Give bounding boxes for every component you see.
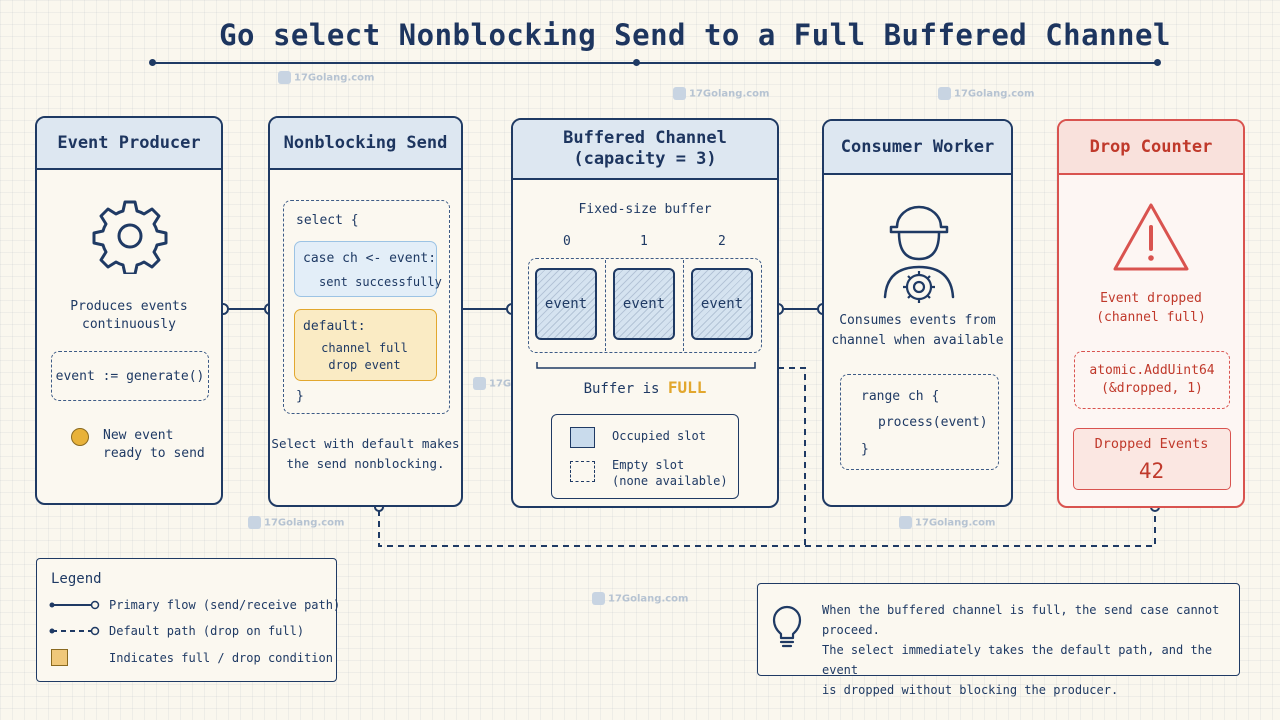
- consumer-panel: Consumer Worker Consumes events from cha…: [822, 119, 1013, 507]
- watermark: 17Golang.com: [899, 516, 995, 529]
- buffer-slot: event: [691, 268, 753, 340]
- consumer-code-body: process(event): [878, 415, 988, 430]
- case-box: case ch <- event: sent successfully: [294, 241, 442, 297]
- slot-index: 0: [563, 234, 571, 249]
- watermark: 17Golang.com: [938, 87, 1034, 100]
- title-line-dot: [149, 59, 156, 66]
- producer-code: event := generate(): [55, 368, 205, 384]
- consumer-desc: Consumes events from channel when availa…: [831, 313, 1004, 348]
- case-line: case ch <- event:: [303, 251, 437, 266]
- occupied-swatch: [570, 427, 595, 448]
- page-title: Go select Nonblocking Send to a Full Buf…: [219, 18, 1171, 52]
- buffer-slot: event: [535, 268, 597, 340]
- drop-code: atomic.AddUint64 (&dropped, 1): [1089, 363, 1215, 396]
- slot-index: 1: [640, 234, 648, 249]
- buffer-outline: [528, 258, 762, 353]
- occupied-label: Occupied slot: [612, 429, 706, 443]
- consumer-code-open: range ch {: [861, 389, 940, 404]
- consumer-code-close: }: [861, 442, 869, 457]
- title-line-dot: [1154, 59, 1161, 66]
- default-box: default: channel full drop event: [294, 309, 437, 381]
- select-close: }: [296, 389, 304, 404]
- case-note: sent successfully: [319, 275, 442, 289]
- counter-label: Dropped Events: [1094, 436, 1209, 452]
- note-box: When the buffered channel is full, the s…: [757, 583, 1240, 697]
- default-path-swatch: [49, 626, 100, 636]
- send-header: Nonblocking Send: [270, 118, 461, 170]
- primary-flow-swatch: [49, 600, 100, 610]
- producer-panel: Event Producer Produces events continuou…: [35, 116, 223, 505]
- empty-label: Empty slot (none available): [612, 458, 728, 488]
- send-caption: Select with default makes the send nonbl…: [271, 436, 460, 471]
- producer-header: Event Producer: [37, 118, 221, 170]
- slot-index: 2: [718, 234, 726, 249]
- watermark: 17Golang.com: [673, 87, 769, 100]
- select-block: select { case ch <- event: sent successf…: [283, 200, 450, 414]
- consumer-code-box: range ch { process(event) }: [840, 374, 999, 470]
- new-event-marker: [71, 428, 89, 446]
- drop-code-box: atomic.AddUint64 (&dropped, 1): [1074, 351, 1230, 409]
- flow-line: [461, 308, 513, 310]
- slot-divider: [683, 260, 684, 351]
- watermark: 17Golang.com: [278, 71, 374, 84]
- send-panel: Nonblocking Send select { case ch <- eve…: [268, 116, 463, 507]
- flow-line: [777, 308, 824, 310]
- legend-item: Indicates full / drop condition: [109, 651, 333, 665]
- buffer-status: Buffer is FULL: [583, 378, 707, 398]
- channel-legend: Occupied slot Empty slot (none available…: [551, 414, 739, 499]
- full-condition-swatch: [51, 649, 68, 666]
- full-badge: FULL: [667, 378, 707, 397]
- legend-item: Primary flow (send/receive path): [109, 598, 341, 612]
- title-underline: [152, 62, 1157, 64]
- drop-header: Drop Counter: [1059, 121, 1243, 175]
- gear-icon: [92, 200, 168, 274]
- worker-icon: [883, 205, 955, 303]
- buffer-bracket: [536, 362, 756, 369]
- empty-swatch: [570, 461, 595, 482]
- drop-panel: Drop Counter Event dropped (channel full…: [1057, 119, 1245, 508]
- flow-line: [222, 308, 270, 310]
- channel-panel: Buffered Channel (capacity = 3) Fixed-si…: [511, 118, 779, 508]
- warning-icon: [1113, 203, 1189, 271]
- producer-desc: Produces events continuously: [70, 299, 188, 332]
- producer-note: New event ready to send: [103, 428, 205, 461]
- channel-header: Buffered Channel (capacity = 3): [513, 120, 777, 180]
- counter-value: 42: [1138, 459, 1165, 483]
- consumer-header: Consumer Worker: [824, 121, 1011, 175]
- buffer-label: Fixed-size buffer: [578, 202, 712, 217]
- dropped-counter: Dropped Events 42: [1073, 428, 1231, 490]
- title-line-dot: [633, 59, 640, 66]
- lightbulb-icon: [772, 605, 802, 648]
- watermark: 17Golang.com: [592, 592, 688, 605]
- watermark: 17Golang.com: [248, 516, 344, 529]
- note-text: When the buffered channel is full, the s…: [822, 603, 1220, 697]
- buffer-slot: event: [613, 268, 675, 340]
- select-open: select {: [296, 213, 359, 228]
- producer-code-box: event := generate(): [51, 351, 209, 401]
- slot-divider: [605, 260, 606, 351]
- legend-box: Legend Primary flow (send/receive path) …: [36, 558, 341, 682]
- default-line: default:: [303, 319, 366, 334]
- drop-desc: Event dropped (channel full): [1096, 291, 1206, 325]
- default-note: channel full drop event: [321, 341, 408, 372]
- legend-item: Default path (drop on full): [109, 624, 305, 638]
- legend-title: Legend: [51, 571, 102, 587]
